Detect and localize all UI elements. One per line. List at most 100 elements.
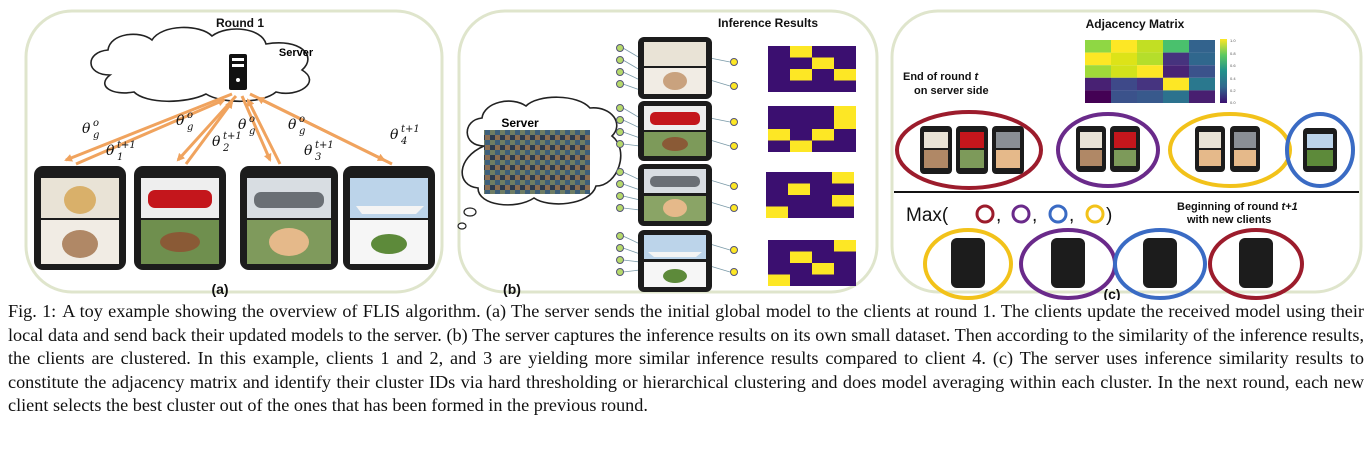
matrix-4-cell — [834, 240, 856, 252]
matrix-3-cell — [788, 195, 810, 207]
panel-c-title: Adjacency Matrix — [1086, 17, 1185, 31]
adjacency-cell — [1085, 40, 1111, 53]
adjacency-cell — [1137, 65, 1163, 78]
matrix-1-cell — [834, 69, 856, 81]
panel-a-server-label: Server — [279, 47, 314, 59]
matrix-1-cell — [834, 57, 856, 69]
matrix-1-cell — [768, 69, 790, 81]
matrix-3-cell — [810, 206, 832, 218]
svg-text:t+1: t+1 — [117, 140, 136, 151]
adjacency-cell — [1189, 52, 1215, 66]
matrix-1-cell — [790, 46, 812, 58]
caption-text: A toy example showing the overview of FL… — [8, 301, 1364, 416]
adjacency-cell — [1189, 40, 1215, 53]
matrix-1-cell — [812, 69, 834, 81]
matrix-3-cell — [766, 195, 788, 207]
matrix-4-cell — [790, 251, 812, 263]
svg-text:0.8: 0.8 — [1230, 51, 1236, 56]
svg-text:0.0: 0.0 — [1230, 100, 1236, 105]
svg-text:g: g — [93, 130, 99, 141]
adjacency-cell — [1189, 77, 1215, 91]
svg-text:g: g — [299, 126, 305, 137]
matrix-3-cell — [832, 183, 854, 195]
adjacency-cell — [1137, 90, 1163, 103]
adjacency-cell — [1163, 52, 1189, 66]
inference-row-2 — [616, 101, 738, 161]
client-phone-3 — [240, 166, 338, 270]
matrix-1-cell — [812, 57, 834, 69]
server-cloud-b — [457, 96, 622, 230]
adjacency-cell — [1163, 40, 1189, 53]
matrix-4-cell — [812, 240, 834, 252]
adjacency-cell — [1111, 90, 1137, 103]
server-icon — [229, 54, 247, 90]
colorbar: 1.0 0.8 0.6 0.4 0.2 0.0 — [1220, 38, 1236, 105]
adjacency-cell — [1111, 40, 1137, 53]
matrix-4-cell — [790, 240, 812, 252]
matrix-3-cell — [788, 172, 810, 184]
svg-text:o: o — [93, 118, 99, 129]
matrix-2-cell — [834, 140, 856, 152]
matrix-2-cell — [790, 106, 812, 118]
matrix-4-cell — [768, 274, 790, 286]
matrix-1-cell — [768, 46, 790, 58]
matrix-2-cell — [768, 129, 790, 141]
svg-text:,: , — [996, 205, 1001, 226]
matrix-2-cell — [812, 117, 834, 129]
server-side-note: on server side — [914, 85, 989, 97]
matrix-4-cell — [834, 251, 856, 263]
adjacency-cell — [1163, 65, 1189, 78]
panel-a-title: Round 1 — [216, 16, 264, 30]
adjacency-cell — [1189, 90, 1215, 103]
svg-text:o: o — [299, 114, 305, 125]
panel-b: Inference Results Server — [457, 9, 879, 297]
matrix-2-cell — [790, 140, 812, 152]
matrix-4-cell — [834, 274, 856, 286]
matrix-4-cell — [790, 263, 812, 275]
panel-b-label: (b) — [503, 281, 521, 297]
matrix-1-cell — [834, 46, 856, 58]
matrix-1-cell — [790, 69, 812, 81]
adjacency-cell — [1163, 90, 1189, 103]
new-clients-note: with new clients — [1186, 214, 1271, 226]
client-phone-1 — [34, 166, 126, 270]
matrix-2-cell — [834, 106, 856, 118]
svg-text:t+1: t+1 — [315, 140, 334, 151]
adjacency-matrix — [1085, 40, 1215, 103]
svg-text:θ: θ — [288, 117, 297, 133]
matrix-1-cell — [812, 80, 834, 92]
svg-text:θ: θ — [304, 143, 313, 159]
matrix-3-cell — [810, 183, 832, 195]
matrix-4-cell — [812, 251, 834, 263]
svg-text:θ: θ — [238, 117, 247, 133]
svg-text:t+1: t+1 — [401, 124, 420, 135]
adjacency-cell — [1111, 77, 1137, 91]
matrix-1-cell — [790, 80, 812, 92]
matrix-1-cell — [768, 80, 790, 92]
matrix-4-cell — [834, 263, 856, 275]
matrix-3-cell — [810, 195, 832, 207]
matrix-2-cell — [790, 117, 812, 129]
panel-c: Adjacency Matrix 1.0 0.8 0.6 0.4 0.2 0.0… — [890, 9, 1363, 300]
svg-text:,: , — [1032, 205, 1037, 226]
matrix-3-cell — [788, 183, 810, 195]
matrix-3-cell — [766, 183, 788, 195]
panel-b-server-label: Server — [501, 116, 539, 130]
matrix-2-cell — [812, 140, 834, 152]
matrix-1-cell — [768, 57, 790, 69]
adjacency-cell — [1137, 77, 1163, 91]
matrix-3-cell — [810, 172, 832, 184]
max-label: Max( — [906, 205, 949, 226]
svg-text:θ: θ — [82, 121, 91, 137]
svg-text:1: 1 — [117, 152, 123, 163]
svg-text:g: g — [249, 126, 255, 137]
adjacency-cell — [1137, 52, 1163, 66]
matrix-1-cell — [790, 57, 812, 69]
svg-text:1.0: 1.0 — [1230, 38, 1236, 43]
svg-text:θ: θ — [212, 134, 221, 150]
matrix-1-cell — [834, 80, 856, 92]
clustered-phones — [920, 126, 1337, 174]
arrow-label-3: θ o g θ o g θ 3 t+1 — [238, 114, 334, 163]
svg-text:0.4: 0.4 — [1230, 76, 1236, 81]
figure-illustration: Round 1 Server θ o g θ — [24, 9, 1363, 300]
